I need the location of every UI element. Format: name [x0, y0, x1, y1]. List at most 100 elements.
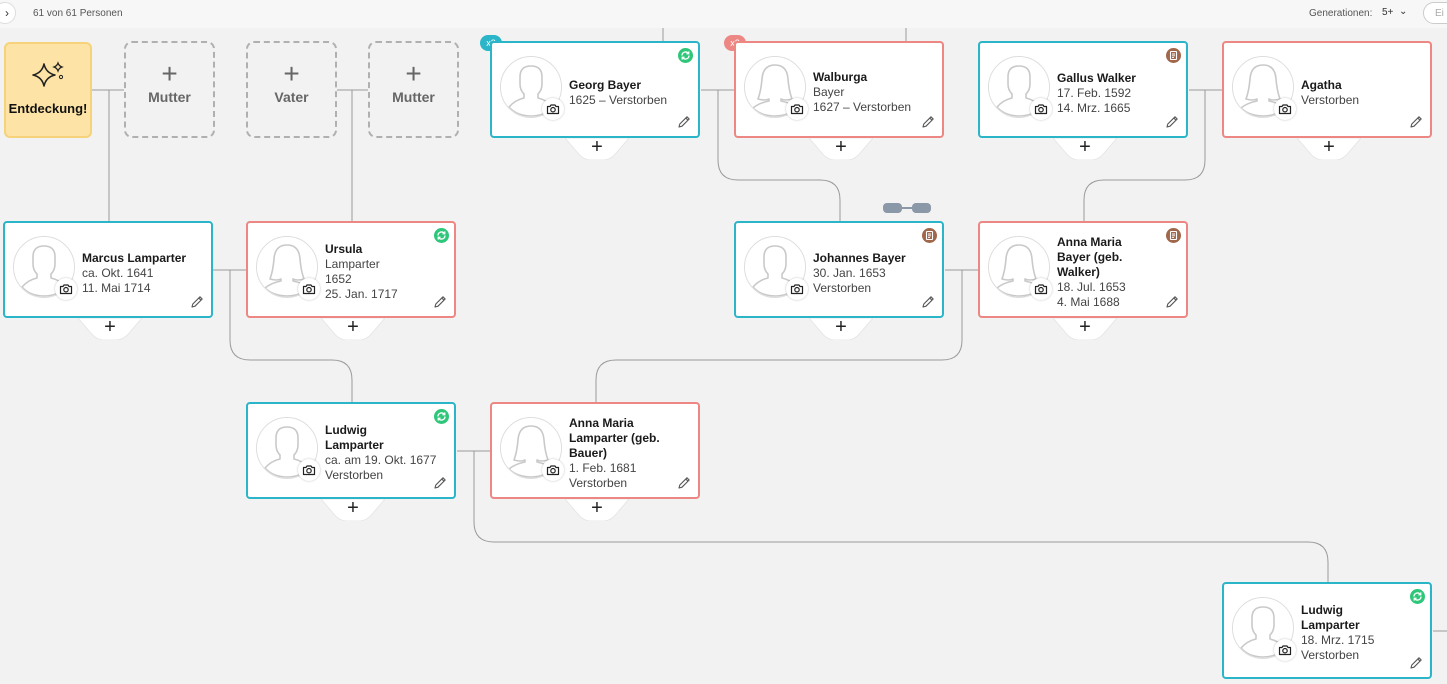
person-name: Georg Bayer: [569, 78, 642, 92]
person-name-line-2: Bayer (geb.: [1057, 250, 1123, 264]
sync-icon[interactable]: [1410, 589, 1425, 604]
edit-icon[interactable]: [432, 294, 448, 310]
person-death: Verstorben: [1301, 648, 1360, 662]
edit-icon[interactable]: [920, 114, 936, 130]
chevron-right-icon[interactable]: ›: [0, 2, 16, 24]
search-input[interactable]: Ei: [1423, 2, 1447, 24]
sparkle-icon: [32, 61, 64, 87]
edit-icon[interactable]: [189, 294, 205, 310]
edit-icon[interactable]: [432, 475, 448, 491]
plus-icon: +: [405, 58, 422, 89]
person-name: Walburga: [813, 70, 868, 84]
add-mother-placeholder[interactable]: + Mutter: [368, 41, 459, 138]
person-name-line-2: Lamparter (geb.: [569, 431, 660, 445]
camera-icon[interactable]: [55, 278, 77, 300]
edit-icon[interactable]: [676, 114, 692, 130]
person-birth: 30. Jan. 1653: [813, 266, 886, 280]
avatar-female-icon: [744, 56, 806, 118]
add-relative-button[interactable]: +: [1053, 317, 1117, 340]
person-birth: ca. am 19. Okt. 1677: [325, 453, 437, 467]
person-birth: 1652: [325, 272, 352, 286]
placeholder-label: Vater: [274, 89, 309, 105]
person-card-marcus-lamparter[interactable]: Marcus Lamparter ca. Okt. 1641 11. Mai 1…: [3, 221, 213, 318]
chevron-down-icon[interactable]: ⌄: [1399, 6, 1408, 17]
person-card-ludwig-lamparter-1715[interactable]: Ludwig Lamparter 18. Mrz. 1715 Verstorbe…: [1222, 582, 1432, 679]
person-card-georg-bayer[interactable]: Georg Bayer 1625 – Verstorben: [490, 41, 700, 138]
person-name-line-2: Lamparter: [325, 438, 384, 452]
discovery-label: Entdeckung!: [8, 101, 88, 116]
plus-icon: +: [591, 136, 603, 158]
edit-icon[interactable]: [1408, 114, 1424, 130]
discovery-button[interactable]: Entdeckung!: [4, 42, 92, 138]
camera-icon[interactable]: [786, 278, 808, 300]
add-relative-button[interactable]: +: [809, 317, 873, 340]
person-name: Gallus Walker: [1057, 71, 1136, 85]
add-father-placeholder[interactable]: + Vater: [246, 41, 337, 138]
person-card-ursula-lamparter[interactable]: Ursula Lamparter 1652 25. Jan. 1717: [246, 221, 456, 318]
person-card-ludwig-lamparter[interactable]: Ludwig Lamparter ca. am 19. Okt. 1677 Ve…: [246, 402, 456, 499]
camera-icon[interactable]: [1030, 278, 1052, 300]
tree-toolbar: › 61 von 61 Personen Generationen: 5+ ⌄ …: [0, 0, 1447, 28]
add-relative-button[interactable]: +: [78, 317, 142, 340]
document-icon[interactable]: [1166, 228, 1181, 243]
camera-icon[interactable]: [298, 459, 320, 481]
sync-icon[interactable]: [434, 409, 449, 424]
generations-select[interactable]: 5+: [1382, 7, 1394, 18]
person-birth: ca. Okt. 1641: [82, 266, 154, 280]
camera-icon[interactable]: [1274, 98, 1296, 120]
person-card-agatha[interactable]: Agatha Verstorben: [1222, 41, 1432, 138]
sync-icon[interactable]: [678, 48, 693, 63]
link-icon[interactable]: [883, 202, 931, 214]
person-death: 11. Mai 1714: [82, 281, 151, 295]
person-card-anna-maria-lamparter[interactable]: Anna Maria Lamparter (geb. Bauer) 1. Feb…: [490, 402, 700, 499]
edit-icon[interactable]: [920, 294, 936, 310]
person-name-line-3: Walker): [1057, 265, 1100, 279]
camera-icon[interactable]: [542, 459, 564, 481]
placeholder-label: Mutter: [392, 89, 435, 105]
person-surname: Bayer: [813, 85, 845, 99]
add-relative-button[interactable]: +: [1053, 137, 1117, 160]
person-card-johannes-bayer[interactable]: Johannes Bayer 30. Jan. 1653 Verstorben: [734, 221, 944, 318]
camera-icon[interactable]: [1274, 639, 1296, 661]
sync-icon[interactable]: [434, 228, 449, 243]
person-birth: 18. Jul. 1653: [1057, 280, 1126, 294]
person-card-anna-maria-bayer[interactable]: Anna Maria Bayer (geb. Walker) 18. Jul. …: [978, 221, 1188, 318]
add-relative-button[interactable]: +: [565, 498, 629, 521]
person-surname: Lamparter: [325, 257, 380, 271]
camera-icon[interactable]: [298, 278, 320, 300]
person-name-line-2: Lamparter: [1301, 618, 1360, 632]
person-death: 25. Jan. 1717: [325, 287, 398, 301]
plus-icon: +: [283, 58, 300, 89]
edit-icon[interactable]: [1164, 294, 1180, 310]
generations-label: Generationen:: [1309, 8, 1373, 19]
camera-icon[interactable]: [542, 98, 564, 120]
person-death: Verstorben: [325, 468, 384, 482]
add-relative-button[interactable]: +: [321, 498, 385, 521]
edit-icon[interactable]: [676, 475, 692, 491]
edit-icon[interactable]: [1164, 114, 1180, 130]
add-relative-button[interactable]: +: [1297, 137, 1361, 160]
add-relative-button[interactable]: +: [809, 136, 873, 160]
person-birth: 17. Feb. 1592: [1057, 86, 1132, 100]
add-relative-button[interactable]: +: [565, 136, 629, 160]
add-relative-button[interactable]: +: [321, 317, 385, 340]
person-card-walburga-bayer[interactable]: Walburga Bayer 1627 – Verstorben: [734, 41, 944, 138]
document-icon[interactable]: [922, 228, 937, 243]
add-mother-placeholder[interactable]: + Mutter: [124, 41, 215, 138]
plus-icon: +: [835, 136, 847, 158]
avatar-male-icon: [13, 236, 75, 298]
person-death: 14. Mrz. 1665: [1057, 101, 1131, 115]
camera-icon[interactable]: [1030, 98, 1052, 120]
plus-icon: +: [161, 58, 178, 89]
person-name: Johannes Bayer: [813, 251, 906, 265]
person-card-gallus-walker[interactable]: Gallus Walker 17. Feb. 1592 14. Mrz. 166…: [978, 41, 1188, 138]
document-icon[interactable]: [1166, 48, 1181, 63]
person-name: Anna Maria: [569, 416, 634, 430]
camera-icon[interactable]: [786, 98, 808, 120]
edit-icon[interactable]: [1408, 655, 1424, 671]
placeholder-label: Mutter: [148, 89, 191, 105]
person-name: Ursula: [325, 242, 363, 256]
person-dates: Verstorben: [1301, 93, 1360, 107]
